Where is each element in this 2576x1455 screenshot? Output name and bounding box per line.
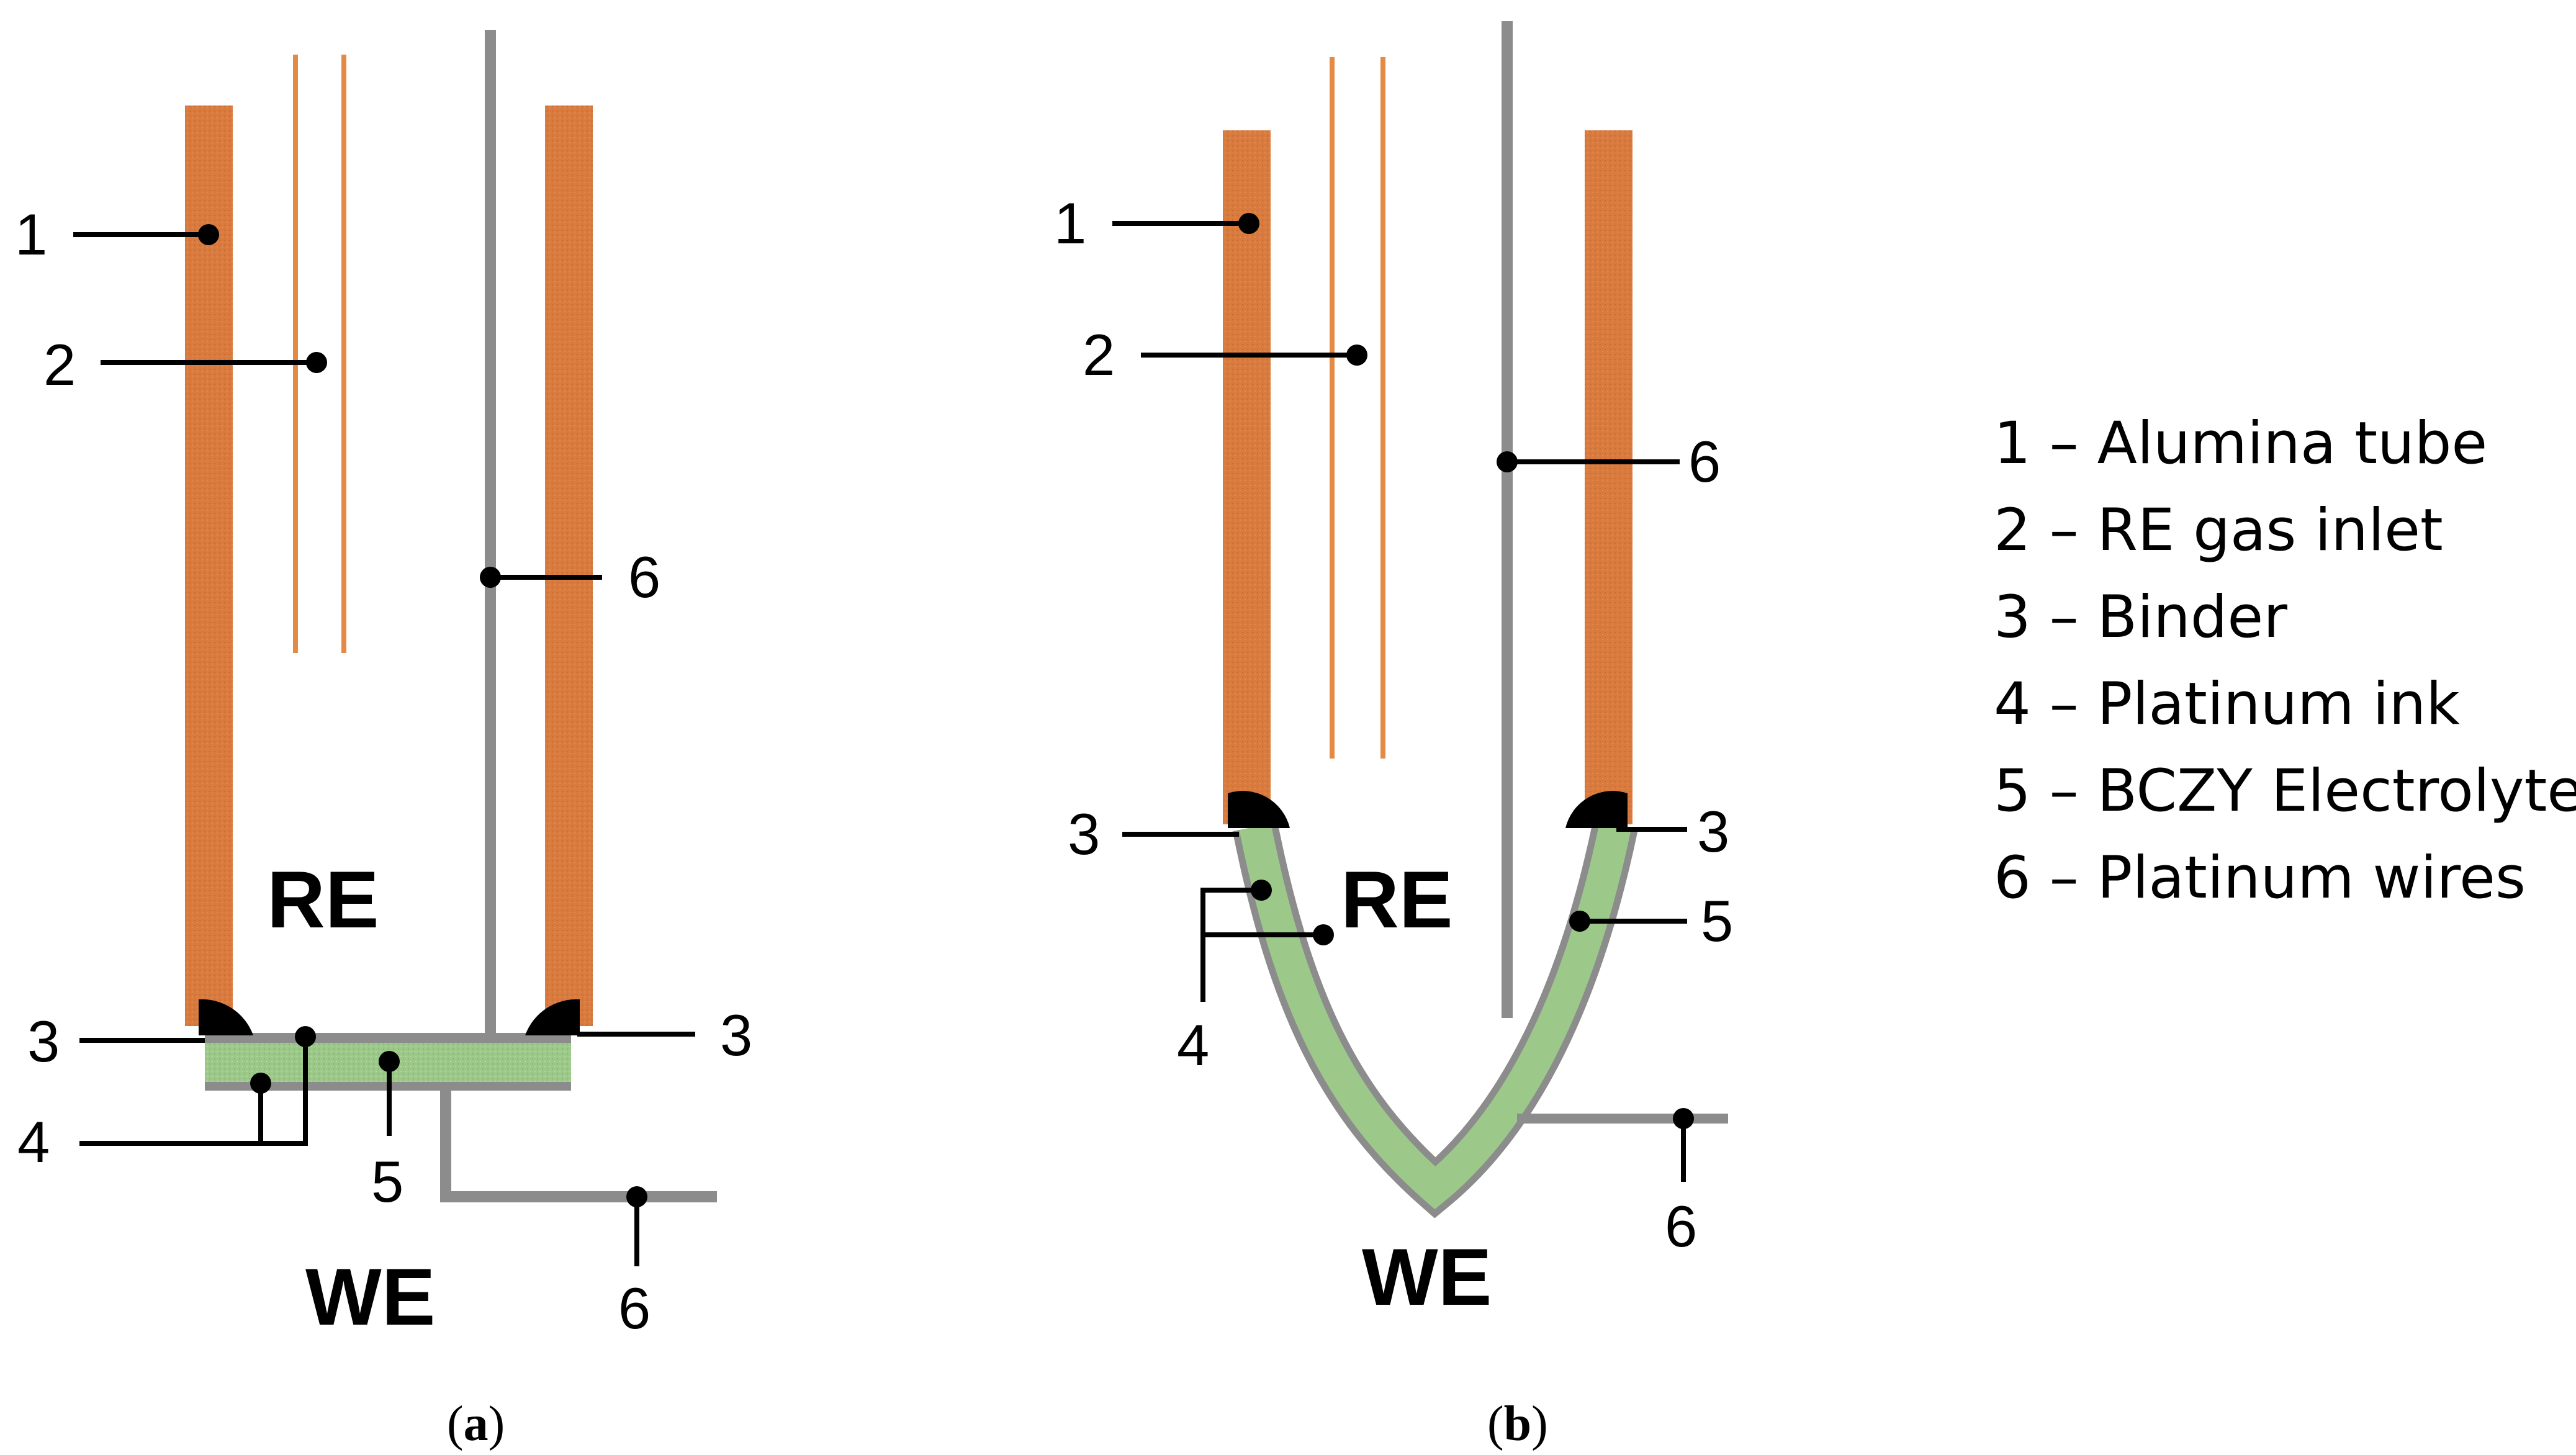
callout-4: 4 — [17, 1109, 50, 1174]
alumina-tube-left-wall — [1223, 130, 1271, 824]
legend-item-platinum-ink: 4 – Platinum ink — [1994, 670, 2460, 738]
leader-dot — [198, 224, 219, 245]
leader-dot — [306, 352, 327, 373]
alumina-tube-left-wall — [185, 106, 233, 1026]
legend: 1 – Alumina tube 2 – RE gas inlet 3 – Bi… — [1994, 410, 2576, 912]
callout-3: 3 — [1697, 799, 1729, 864]
bczy-electrolyte-curved — [1239, 823, 1631, 1210]
leader-dot — [1313, 924, 1334, 945]
leader-dot — [626, 1186, 647, 1207]
leader-dot — [1251, 880, 1272, 901]
we-label: WE — [305, 1251, 435, 1342]
leader-dot — [1346, 345, 1367, 366]
callout-6: 6 — [1665, 1194, 1697, 1259]
callout-2: 2 — [1083, 322, 1115, 387]
platinum-wire-we — [440, 1088, 717, 1202]
panel-b: 1 2 6 3 3 5 4 6 RE WE (b) — [1054, 21, 1733, 1451]
callout-3: 3 — [1068, 801, 1100, 867]
callout-5: 5 — [1701, 888, 1733, 953]
callout-3: 3 — [27, 1009, 60, 1074]
alumina-tube-right-wall — [545, 106, 593, 1026]
leader-dot — [295, 1026, 316, 1047]
callout-6: 6 — [1688, 429, 1721, 494]
panel-a: 1 2 6 3 3 4 5 6 RE WE (a) — [15, 30, 752, 1451]
leader-4-b — [1200, 888, 1261, 1002]
callout-6: 6 — [618, 1276, 651, 1341]
leader-dot — [379, 1051, 400, 1072]
alumina-tube-right-wall — [1585, 130, 1633, 824]
leader-4-a — [79, 1037, 308, 1146]
we-label: WE — [1362, 1232, 1492, 1322]
callout-3: 3 — [720, 1002, 752, 1068]
re-label: RE — [267, 854, 379, 945]
re-label: RE — [1341, 854, 1453, 945]
panel-a-caption: (a) — [447, 1397, 505, 1451]
legend-item-re-gas-inlet: 2 – RE gas inlet — [1994, 497, 2443, 564]
binder-right — [525, 999, 580, 1035]
legend-item-bczy-electrolyte: 5 – BCZY Electrolyte — [1994, 757, 2576, 825]
callout-4: 4 — [1177, 1012, 1209, 1078]
legend-item-binder: 3 – Binder — [1994, 583, 2287, 651]
callout-5: 5 — [371, 1149, 403, 1214]
leader-dot — [1238, 213, 1259, 234]
panel-b-caption: (b) — [1487, 1397, 1548, 1451]
binder-left — [1228, 791, 1290, 828]
binder-right — [1565, 791, 1628, 828]
legend-item-alumina-tube: 1 – Alumina tube — [1994, 410, 2487, 477]
leader-dot — [1497, 451, 1518, 472]
callout-1: 1 — [1054, 191, 1086, 256]
binder-left — [199, 999, 253, 1035]
callout-1: 1 — [15, 202, 47, 267]
leader-dot — [1673, 1108, 1694, 1129]
leader-dot — [1569, 911, 1590, 932]
legend-item-platinum-wires: 6 – Platinum wires — [1994, 844, 2526, 912]
callout-2: 2 — [43, 332, 76, 397]
leader-dot — [480, 567, 501, 588]
leader-dot — [250, 1073, 271, 1094]
callout-6: 6 — [628, 544, 660, 610]
